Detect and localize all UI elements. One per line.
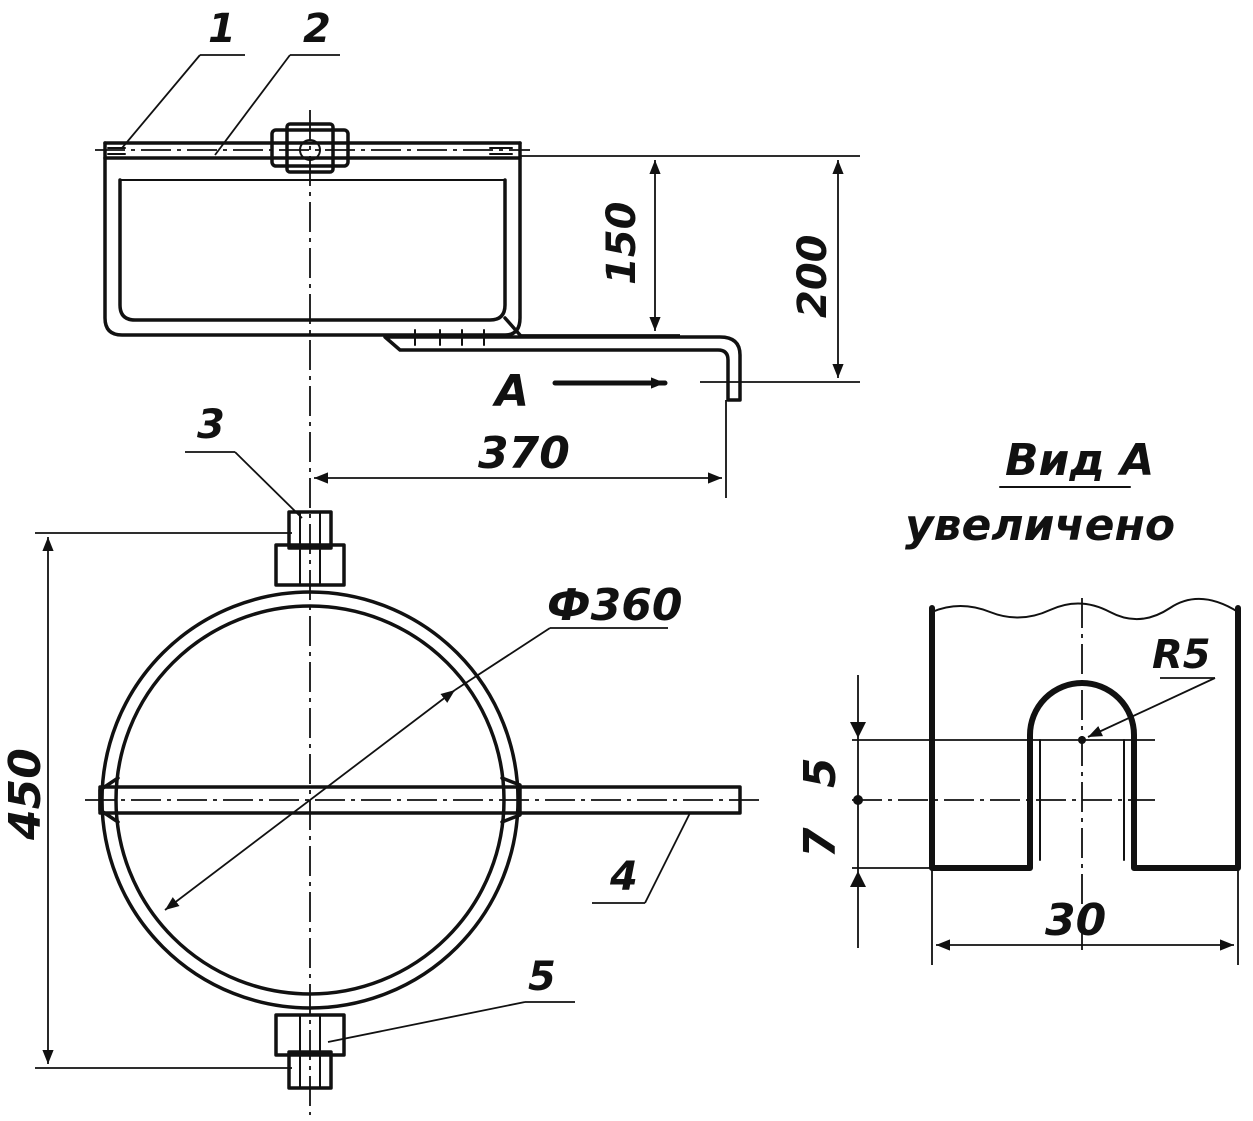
part-label-4: 4 bbox=[609, 854, 638, 900]
dimension-label-dia360: Ф360 bbox=[547, 580, 682, 631]
dimension-dia360 bbox=[164, 627, 668, 911]
dimension-label-5: 5 bbox=[795, 757, 846, 788]
part-label-1: 1 bbox=[208, 6, 236, 52]
part-label-2: 2 bbox=[303, 6, 331, 52]
part-label-5: 5 bbox=[528, 954, 556, 1000]
view-a-subtitle: увеличено bbox=[905, 500, 1175, 551]
part-label-3: 3 bbox=[197, 402, 225, 448]
dimension-200 bbox=[700, 160, 860, 383]
dimension-label-7: 7 bbox=[795, 827, 846, 858]
view-a-title: Вид А bbox=[1005, 435, 1154, 486]
view-a-detail bbox=[850, 597, 1241, 965]
dimension-label-370: 370 bbox=[478, 428, 570, 479]
dimension-150 bbox=[520, 155, 860, 336]
dimension-370 bbox=[314, 400, 727, 498]
leader-part-1 bbox=[121, 54, 245, 149]
leader-part-2 bbox=[214, 54, 340, 156]
dimension-label-r5: R5 bbox=[1152, 632, 1211, 678]
dimension-label-200: 200 bbox=[790, 235, 836, 319]
view-arrow-label: A bbox=[492, 366, 529, 417]
leader-part-4 bbox=[592, 812, 691, 904]
leader-part-3 bbox=[185, 451, 303, 519]
dimension-450 bbox=[35, 532, 292, 1069]
dimension-label-30: 30 bbox=[1045, 895, 1106, 946]
dimension-label-450: 450 bbox=[0, 748, 51, 841]
dimension-label-150: 150 bbox=[599, 202, 645, 286]
leader-part-5 bbox=[327, 1001, 575, 1043]
tray-side-view bbox=[103, 122, 742, 402]
